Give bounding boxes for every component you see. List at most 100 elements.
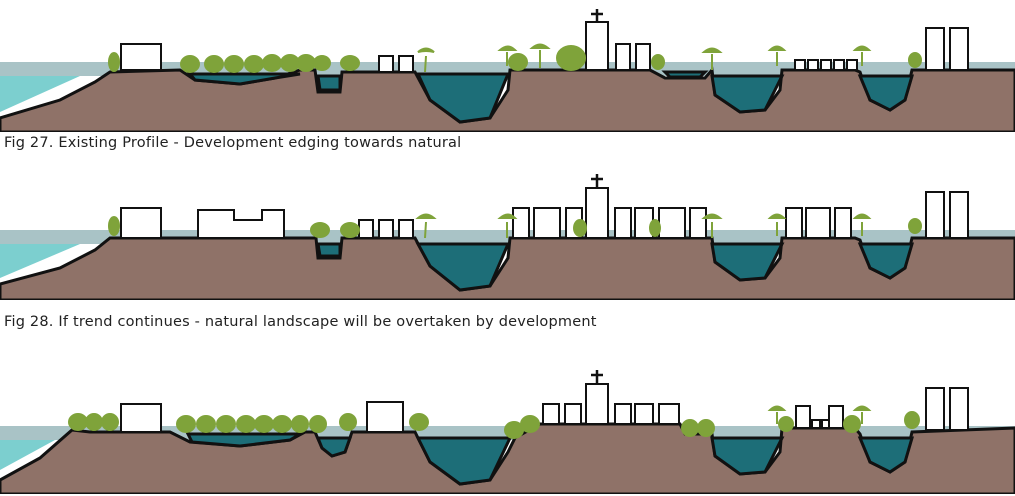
church-building	[585, 383, 609, 425]
tree-icon	[85, 413, 103, 431]
tree-icon	[697, 419, 715, 437]
church-building	[585, 21, 609, 71]
palm-icon	[767, 45, 787, 66]
palm-icon	[767, 405, 787, 424]
building	[820, 59, 832, 71]
building	[833, 59, 845, 71]
tree-icon	[309, 415, 327, 433]
palm-icon	[529, 43, 551, 68]
tree-icon	[573, 219, 587, 237]
building	[925, 27, 945, 71]
church-building	[585, 187, 609, 239]
river-channel	[415, 436, 513, 486]
tree-icon	[296, 54, 316, 72]
building	[811, 419, 821, 429]
wetland-pond	[185, 432, 306, 448]
cross-icon	[591, 370, 603, 384]
tree-icon	[508, 53, 528, 71]
tree-icon	[204, 55, 224, 73]
building	[925, 387, 945, 431]
building	[658, 403, 680, 425]
building	[949, 27, 969, 71]
building	[542, 403, 560, 425]
building	[689, 207, 707, 239]
building	[120, 403, 162, 433]
tree-icon	[108, 216, 120, 236]
palm-icon	[852, 213, 872, 236]
channel-3	[857, 242, 914, 280]
tree-icon	[409, 413, 429, 431]
channel-2	[710, 436, 785, 476]
tree-icon	[908, 218, 922, 234]
building	[378, 55, 394, 73]
tree-icon	[101, 413, 119, 431]
profile-panel-existing	[0, 0, 1015, 132]
sea-water	[0, 244, 80, 278]
building	[197, 209, 285, 239]
building	[358, 219, 374, 239]
tree-icon	[843, 415, 861, 433]
channel-2	[710, 242, 785, 282]
tree-icon	[108, 52, 120, 72]
tree-icon	[556, 45, 586, 71]
palm-icon	[497, 213, 518, 238]
tree-icon	[236, 415, 256, 433]
palm-icon	[497, 45, 518, 66]
tree-icon	[339, 413, 357, 431]
small-pond	[316, 74, 342, 92]
tree-icon	[196, 415, 216, 433]
river-channel	[415, 72, 511, 124]
profile-panel-trend	[0, 166, 1015, 300]
section-diagram-trend	[0, 174, 1015, 300]
tree-icon	[904, 411, 920, 429]
tree-icon	[254, 415, 274, 433]
sea-water	[0, 76, 80, 112]
building	[614, 207, 632, 239]
building	[614, 403, 632, 425]
palm-icon	[415, 213, 437, 239]
palm-icon	[701, 213, 723, 238]
tree-icon	[313, 55, 331, 71]
river-channel	[415, 242, 511, 292]
channel-3	[857, 74, 914, 112]
tree-icon	[244, 55, 264, 73]
building	[846, 59, 858, 71]
cross-icon	[591, 174, 603, 188]
building	[366, 401, 404, 433]
wetland-pond	[186, 72, 301, 86]
building	[398, 219, 414, 239]
building	[949, 191, 969, 239]
cross-icon	[591, 9, 603, 22]
tree-icon	[180, 55, 200, 73]
tree-icon	[176, 415, 196, 433]
tree-icon	[908, 52, 922, 68]
building	[805, 207, 831, 239]
section-diagram-proposed	[0, 370, 1015, 494]
tree-icon	[291, 415, 309, 433]
small-pond	[315, 436, 353, 458]
small-pond	[316, 242, 342, 258]
tree-icon	[310, 222, 330, 238]
tree-icon	[649, 219, 661, 237]
palm-icon	[701, 47, 723, 70]
tree-icon	[272, 415, 292, 433]
building	[834, 207, 852, 239]
building	[615, 43, 631, 71]
sea-water	[0, 440, 55, 470]
tree-icon	[681, 419, 699, 437]
channel-3	[857, 436, 914, 474]
palm-icon	[417, 47, 435, 73]
tree-icon	[262, 54, 282, 72]
tree-icon	[520, 415, 540, 433]
building	[634, 403, 654, 425]
lagoon	[661, 70, 709, 79]
section-diagram-existing	[0, 9, 1015, 132]
channel-2	[710, 74, 785, 114]
palm-icon	[852, 405, 872, 424]
building	[807, 59, 819, 71]
building	[794, 59, 806, 71]
building	[564, 403, 582, 425]
building	[378, 219, 394, 239]
tree-icon	[68, 413, 88, 431]
building	[398, 55, 414, 73]
